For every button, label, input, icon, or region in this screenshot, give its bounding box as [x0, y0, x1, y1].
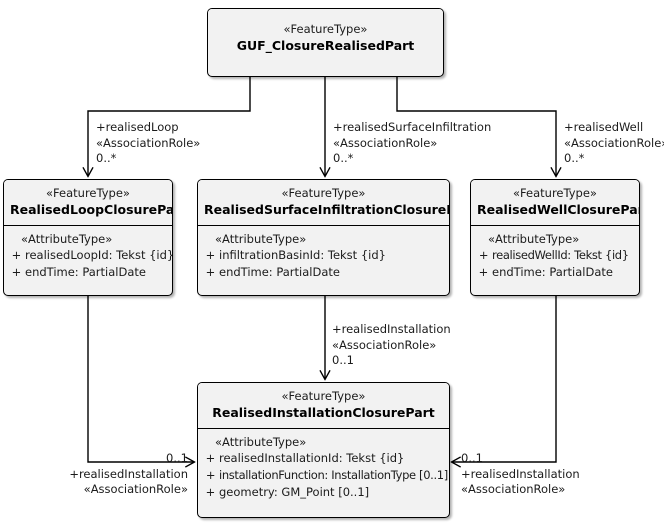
- edge-label-well-to-installation: 0..1 +realisedInstallation «AssociationR…: [461, 451, 580, 498]
- class-header: «FeatureType» RealisedSurfaceInfiltratio…: [198, 180, 449, 226]
- association-multiplicity: 0..1: [461, 451, 483, 465]
- class-stereotype: «FeatureType»: [281, 186, 366, 200]
- class-header: «FeatureType» RealisedLoopClosurePart: [4, 180, 172, 226]
- attribute-row: + installationFunction: InstallationType…: [202, 467, 448, 484]
- edge-loop-to-installation: [87, 296, 194, 462]
- attribute-visibility: +: [205, 265, 216, 279]
- association-role-name: +realisedLoop: [96, 120, 179, 134]
- association-stereotype: «AssociationRole»: [96, 135, 201, 150]
- edge-well-to-installation: [452, 296, 557, 462]
- attribute-stereotype: «AttributeType»: [488, 232, 580, 246]
- association-multiplicity: 0..*: [96, 151, 117, 165]
- edge-label-loop-to-installation: 0..1 +realisedInstallation «AssociationR…: [18, 451, 188, 498]
- class-name: RealisedWellClosurePart: [477, 202, 640, 217]
- class-header: «FeatureType» RealisedInstallationClosur…: [198, 383, 449, 429]
- class-box-realised-installation-closure-part[interactable]: «FeatureType» RealisedInstallationClosur…: [197, 382, 450, 518]
- class-attributes: «AttributeType» + infiltrationBasinId: T…: [198, 226, 449, 287]
- attribute-text: realisedWellId: Tekst {id}: [492, 248, 629, 262]
- class-header: «FeatureType» RealisedWellClosurePart: [471, 180, 639, 226]
- attribute-visibility: +: [11, 265, 22, 279]
- class-attributes: «AttributeType» + realisedLoopId: Tekst …: [4, 226, 172, 287]
- attribute-row: + infiltrationBasinId: Tekst {id}: [202, 247, 445, 264]
- association-stereotype: «AssociationRole»: [332, 337, 437, 352]
- class-box-realised-well-closure-part[interactable]: «FeatureType» RealisedWellClosurePart «A…: [470, 179, 640, 296]
- attribute-text: realisedLoopId: Tekst {id}: [25, 248, 173, 262]
- attribute-text: geometry: GM_Point [0..1]: [219, 485, 370, 499]
- attribute-row: + geometry: GM_Point [0..1]: [202, 484, 445, 501]
- association-role-name: +realisedInstallation: [332, 322, 451, 336]
- attribute-row: + endTime: PartialDate: [202, 264, 445, 281]
- attribute-visibility: +: [478, 265, 489, 279]
- edge-label-root-to-loop: +realisedLoop «AssociationRole» 0..*: [96, 120, 200, 167]
- attribute-row: + realisedLoopId: Tekst {id}: [8, 247, 172, 264]
- association-multiplicity: 0..*: [333, 151, 354, 165]
- association-stereotype: «AssociationRole»: [564, 135, 664, 150]
- edge-label-root-to-well: +realisedWell «AssociationRole» 0..*: [564, 120, 664, 167]
- class-stereotype: «FeatureType»: [513, 186, 597, 200]
- association-role-name: +realisedInstallation: [461, 466, 580, 481]
- class-name: GUF_ClosureRealisedPart: [236, 38, 415, 53]
- edge-label-root-to-surface: +realisedSurfaceInfiltration «Associatio…: [333, 120, 491, 167]
- attribute-row: + realisedWellId: Tekst {id}: [475, 247, 635, 264]
- class-name: RealisedSurfaceInfiltrationClosurePart: [204, 202, 450, 217]
- class-attributes: «AttributeType» + realisedInstallationId…: [198, 429, 449, 507]
- attribute-stereotype: «AttributeType»: [215, 435, 307, 449]
- class-name: RealisedInstallationClosurePart: [212, 405, 435, 420]
- attribute-text: realisedInstallationId: Tekst {id}: [219, 451, 405, 465]
- attribute-text: infiltrationBasinId: Tekst {id}: [219, 248, 386, 262]
- attribute-text: endTime: PartialDate: [492, 265, 613, 279]
- class-box-realised-surface-infiltration-closure-part[interactable]: «FeatureType» RealisedSurfaceInfiltratio…: [197, 179, 450, 296]
- attribute-row: + endTime: PartialDate: [8, 264, 168, 281]
- association-role-name: +realisedWell: [564, 120, 644, 134]
- attribute-visibility: +: [478, 248, 489, 262]
- association-stereotype: «AssociationRole»: [461, 482, 566, 496]
- class-box-realised-loop-closure-part[interactable]: «FeatureType» RealisedLoopClosurePart «A…: [3, 179, 173, 296]
- attribute-visibility: +: [205, 485, 216, 499]
- edge-label-surface-to-installation: +realisedInstallation «AssociationRole» …: [332, 322, 451, 369]
- attribute-row: + endTime: PartialDate: [475, 264, 635, 281]
- association-multiplicity: 0..1: [166, 451, 188, 465]
- attribute-stereotype: «AttributeType»: [21, 232, 113, 246]
- attribute-visibility: +: [11, 248, 22, 262]
- attribute-visibility: +: [205, 451, 216, 465]
- class-attributes: «AttributeType» + realisedWellId: Tekst …: [471, 226, 639, 287]
- class-name: RealisedLoopClosurePart: [10, 202, 173, 217]
- association-multiplicity: 0..*: [564, 151, 585, 165]
- class-header: «FeatureType» GUF_ClosureRealisedPart: [208, 9, 443, 61]
- attribute-visibility: +: [205, 248, 216, 262]
- class-stereotype: «FeatureType»: [46, 186, 130, 200]
- attribute-text: installationFunction: InstallationType […: [219, 468, 448, 482]
- attribute-text: endTime: PartialDate: [25, 265, 146, 279]
- association-multiplicity: 0..1: [332, 353, 354, 367]
- association-stereotype: «AssociationRole»: [83, 482, 188, 496]
- attribute-text: endTime: PartialDate: [219, 265, 340, 279]
- association-role-name: +realisedSurfaceInfiltration: [333, 120, 492, 134]
- class-box-guf-closure-realised-part[interactable]: «FeatureType» GUF_ClosureRealisedPart: [207, 8, 444, 77]
- class-stereotype: «FeatureType»: [281, 389, 366, 403]
- association-role-name: +realisedInstallation: [69, 466, 188, 481]
- attribute-stereotype: «AttributeType»: [215, 232, 307, 246]
- attribute-visibility: +: [205, 468, 216, 482]
- class-stereotype: «FeatureType»: [283, 22, 368, 36]
- attribute-row: + realisedInstallationId: Tekst {id}: [202, 450, 445, 467]
- association-stereotype: «AssociationRole»: [333, 135, 438, 150]
